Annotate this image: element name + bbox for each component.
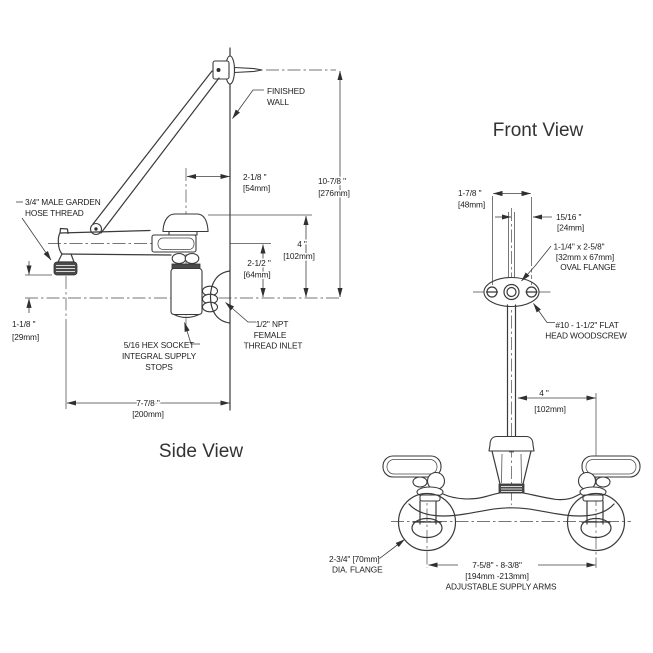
dim-center-inches: 15/16 " — [556, 212, 581, 222]
valve-cylinder — [170, 267, 203, 316]
seal-band — [171, 263, 201, 269]
right-supply-cup — [580, 517, 612, 539]
hex-socket-label-line1: 5/16 HEX SOCKET — [124, 340, 194, 350]
hex-socket-label-line2: INTEGRAL SUPPLY — [122, 351, 197, 361]
wall-escutcheon-bell — [209, 270, 231, 324]
right-handle-bar — [581, 455, 641, 478]
dim-center-mm: [24mm] — [557, 223, 584, 233]
packing-nut-left — [171, 252, 187, 265]
hex-socket-leader — [184, 322, 200, 345]
support-arm-edge-2 — [100, 77, 220, 234]
finished-wall-label-line2: WALL — [267, 97, 289, 107]
spout-tip-ridge — [59, 227, 69, 235]
woodscrew-label-line1: #10 - 1-1/2" FLAT — [555, 320, 618, 330]
bracket-screw — [233, 66, 263, 74]
valve-dome-cap — [162, 213, 209, 233]
garden-hose-label-line2: HOSE THREAD — [25, 208, 84, 218]
dim-screws-inches: 1-7/8 " — [458, 188, 482, 198]
packing-nut-right — [184, 252, 200, 265]
side-view-title: Side View — [159, 441, 243, 462]
left-handle-bar-detail — [386, 459, 438, 475]
dia-flange-label-line2: DIA. FLANGE — [332, 565, 383, 575]
dim-reach-inches: 7-7/8 " — [136, 398, 160, 408]
woodscrew-leader — [533, 303, 555, 323]
woodscrew-label-line2: HEAD WOODSCREW — [545, 331, 627, 341]
left-supply-cup — [411, 517, 443, 539]
dim-height-inches: 10-7/8 " — [318, 176, 346, 186]
dim-height-mm: [276mm] — [318, 188, 350, 198]
spout-housing-detail — [157, 237, 195, 250]
left-handle-bar — [382, 455, 442, 478]
dim-mid-inches: 2-1/2 " — [247, 258, 271, 268]
finished-wall-label-line1: FINISHED — [267, 86, 305, 96]
bracket-block — [212, 60, 230, 80]
dim-arms-note: ADJUSTABLE SUPPLY ARMS — [446, 582, 557, 592]
dim-top-inches: 4 " — [297, 239, 307, 249]
npt-label-line1: 1/2" NPT — [256, 319, 289, 329]
oval-flange — [483, 276, 540, 308]
left-wall-flange — [397, 492, 457, 552]
dim-tip-mm: [29mm] — [12, 332, 39, 342]
support-arm-edge-1 — [92, 70, 213, 225]
body-arm-top-right — [523, 492, 581, 501]
left-bonnet-collar — [419, 494, 441, 502]
coupling-thread — [498, 483, 525, 494]
dim-offset-mm: [54mm] — [243, 183, 270, 193]
body-arm-bottom — [408, 503, 615, 517]
flange-center-rod-section — [506, 286, 517, 298]
right-handle-bar-detail — [585, 459, 637, 475]
spout-top-edge — [59, 229, 151, 234]
center-body-facets — [501, 453, 522, 484]
npt-label-line2: FEMALE — [254, 330, 287, 340]
dim-span-mm: [102mm] — [534, 404, 566, 414]
spout-housing — [151, 234, 197, 253]
npt-label-line3: THREAD INLET — [244, 341, 303, 351]
hex-socket-label-line3: STOPS — [145, 362, 173, 372]
right-bonnet-collar — [582, 494, 604, 502]
right-handle-spoke — [595, 476, 611, 488]
garden-hose-leader — [21, 217, 52, 261]
side-view: 3/4" MALE GARDEN HOSE THREAD FINISHED WA… — [12, 47, 351, 462]
dim-span-inches: 4 " — [539, 388, 549, 398]
spout-nozzle-collar — [57, 253, 75, 263]
spout-bottom-edge — [61, 253, 172, 256]
oval-flange-label-line2: [32mm x 67mm] — [556, 252, 614, 262]
oval-flange-leader — [521, 245, 552, 282]
inlet-nut-3 — [201, 301, 219, 313]
center-dome — [488, 435, 535, 452]
front-view-title: Front View — [493, 120, 584, 141]
front-view: Front View 1-7/8 " [48mm] 15/16 " [24mm]… — [329, 120, 641, 592]
npt-leader — [225, 302, 256, 323]
garden-hose-label-line1: 3/4" MALE GARDEN — [25, 197, 101, 207]
dia-flange-leader — [379, 539, 405, 559]
flange-center-boss — [503, 283, 520, 301]
dia-flange-label-line1: 2-3/4" [70mm] — [329, 554, 380, 564]
body-arm-top-left — [442, 492, 500, 500]
center-body-taper — [491, 450, 532, 485]
dim-arms-mm: [194mm -213mm] — [465, 571, 529, 581]
dim-tip-inches: 1-1/8 " — [12, 319, 36, 329]
right-wall-flange — [566, 492, 626, 552]
dim-reach-mm: [200mm] — [132, 409, 164, 419]
dim-arms-inches: 7-5/8" - 8-3/8" — [472, 560, 522, 570]
oval-flange-label-line1: 1-1/4" x 2-5/8" — [554, 242, 605, 252]
arm-elbow-pin — [94, 227, 98, 231]
dim-mid-mm: [64mm] — [243, 270, 270, 280]
oval-flange-label-line3: OVAL FLANGE — [560, 262, 616, 272]
left-handle-spoke — [412, 476, 428, 488]
dim-screws-mm: [48mm] — [458, 200, 485, 210]
dim-top-mm: [102mm] — [283, 251, 315, 261]
spout-tip-face — [57, 232, 63, 255]
valve-bottom-cap — [173, 313, 200, 319]
bracket-pivot-dot — [216, 68, 221, 72]
finished-wall-leader — [232, 89, 264, 119]
dim-offset-inches: 2-1/8 " — [243, 172, 267, 182]
